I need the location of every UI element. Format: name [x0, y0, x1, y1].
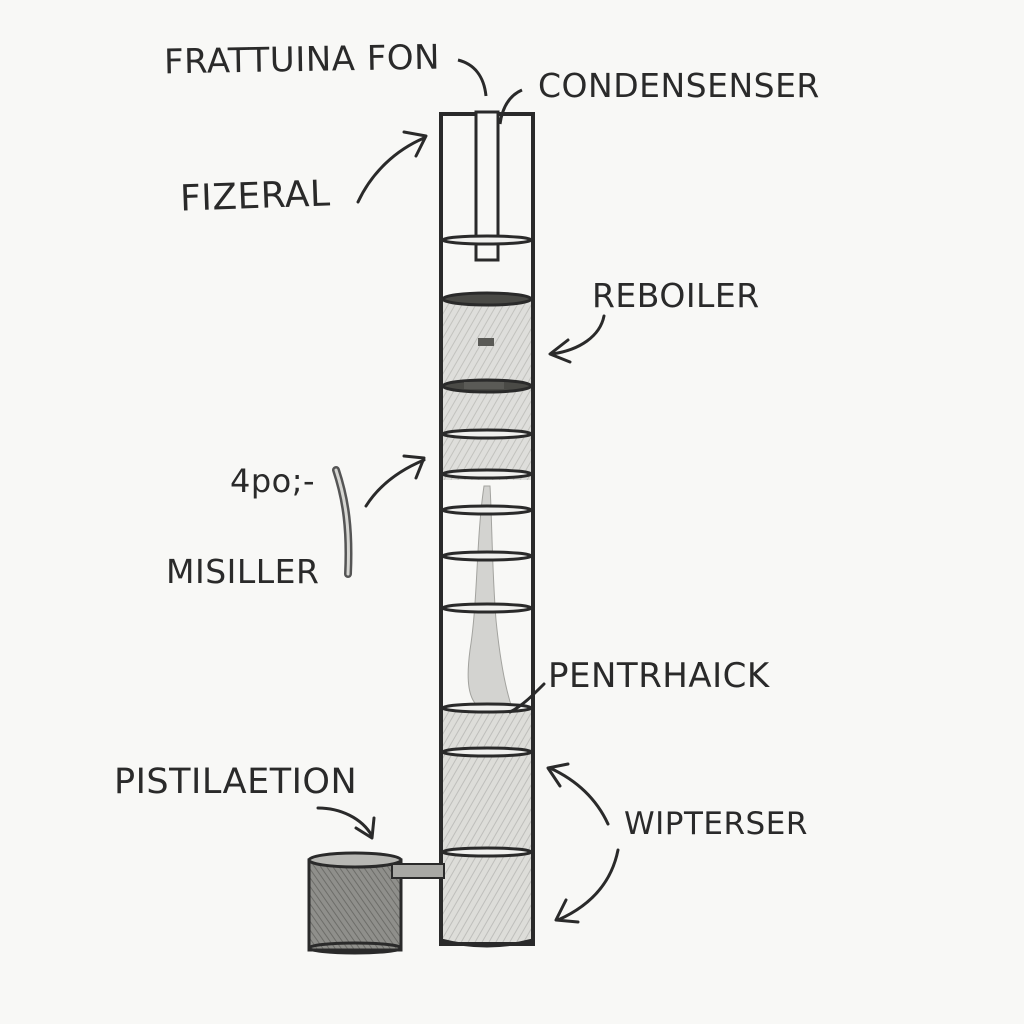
label-pistilaetion: PISTILAETION [114, 762, 358, 802]
wipter-arrow-up [548, 766, 610, 826]
pistil-arrow-head [354, 816, 376, 840]
misiller-tube-core [334, 468, 350, 576]
reboiler-arrow-head [548, 338, 572, 364]
reservoir-rim [307, 851, 403, 869]
tray-6 [441, 504, 533, 516]
condenser-outlet [498, 88, 523, 125]
tray-5 [441, 468, 533, 480]
tray-group [441, 234, 533, 858]
tray-7 [441, 550, 533, 562]
penthaick-arrow [508, 682, 546, 714]
label-misiller-tag: 4po;- [230, 462, 316, 500]
tray-vent-1 [478, 338, 494, 346]
tray-9 [441, 702, 533, 714]
wipter-arrow-down-head [554, 898, 580, 924]
fizeral-arrow [356, 136, 426, 204]
tray-10 [441, 746, 533, 758]
label-condenser: CONDENSENSER [538, 66, 820, 105]
label-frattuina-fon: FRATTUINA FON [163, 37, 441, 83]
tray-vent-2 [464, 382, 504, 389]
reboiler-arrow [550, 314, 606, 356]
label-wipterser: WIPTERSER [624, 806, 808, 842]
label-fizeral: FIZERAL [179, 173, 332, 220]
misiller-arrow-head [402, 454, 426, 480]
reservoir-bottom [307, 941, 403, 955]
column-base [440, 938, 534, 948]
tray-11 [441, 846, 533, 858]
tray-2 [441, 291, 533, 307]
wipter-arrow-down [556, 848, 620, 922]
condenser-inlet [457, 58, 488, 97]
label-penthaick: PENTRHAICK [548, 656, 770, 696]
label-misiller: MISILLER [166, 552, 320, 591]
feed-pipe [391, 863, 445, 879]
fizeral-arrow-head [402, 130, 428, 158]
condenser-tube [474, 110, 500, 262]
reservoir-pot [307, 858, 403, 952]
wipter-arrow-up-head [546, 762, 570, 788]
pistil-arrow [316, 806, 374, 838]
tray-8 [441, 602, 533, 614]
label-reboiler: REBOILER [592, 276, 760, 315]
column-shading-lower [443, 706, 533, 942]
misiller-arrow [364, 458, 426, 508]
tray-1 [441, 234, 533, 246]
vapor-plume [467, 485, 513, 709]
tray-4 [441, 428, 533, 440]
